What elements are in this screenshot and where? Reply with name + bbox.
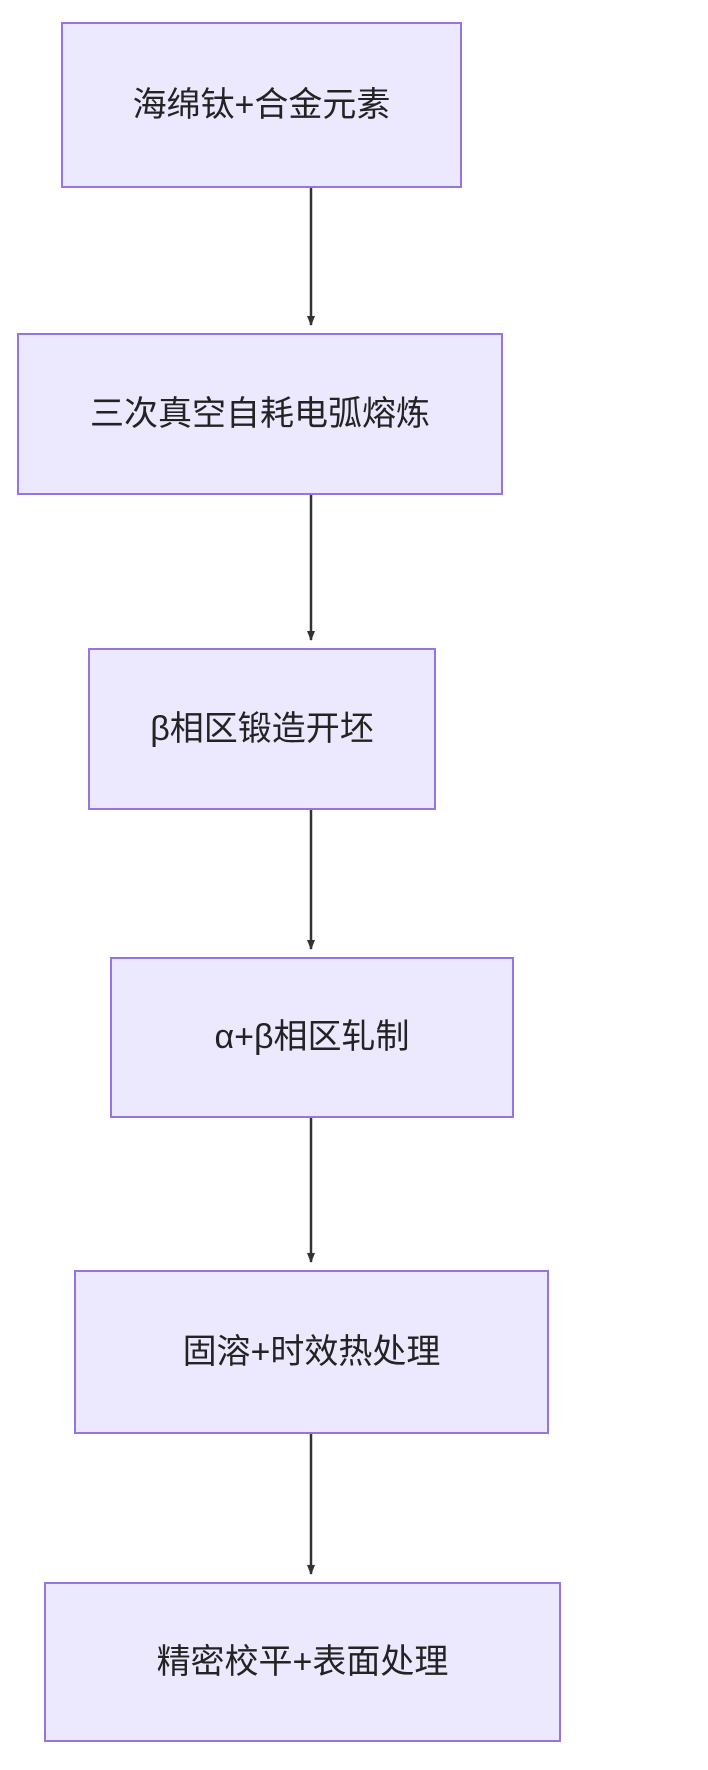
- flowchart-node-precision-leveling-surface-treatment[interactable]: 精密校平+表面处理: [44, 1582, 561, 1742]
- flowchart-node-label: α+β相区轧制: [214, 1018, 410, 1057]
- flowchart-node-label: 固溶+时效热处理: [182, 1332, 441, 1371]
- flowchart-node-label: 海绵钛+合金元素: [132, 85, 391, 124]
- flowchart-node-alpha-beta-phase-rolling[interactable]: α+β相区轧制: [110, 957, 514, 1118]
- flowchart-node-label: 精密校平+表面处理: [156, 1642, 449, 1681]
- flowchart-node-beta-phase-forging[interactable]: β相区锻造开坯: [88, 648, 436, 810]
- flowchart-node-label: 三次真空自耗电弧熔炼: [90, 394, 430, 433]
- flowchart-node-sponge-titanium-alloy-elements[interactable]: 海绵钛+合金元素: [61, 22, 462, 188]
- flowchart-node-label: β相区锻造开坯: [150, 709, 374, 748]
- flowchart-node-solution-aging-heat-treatment[interactable]: 固溶+时效热处理: [74, 1270, 549, 1434]
- flowchart-node-triple-vacuum-arc-remelting[interactable]: 三次真空自耗电弧熔炼: [17, 333, 503, 495]
